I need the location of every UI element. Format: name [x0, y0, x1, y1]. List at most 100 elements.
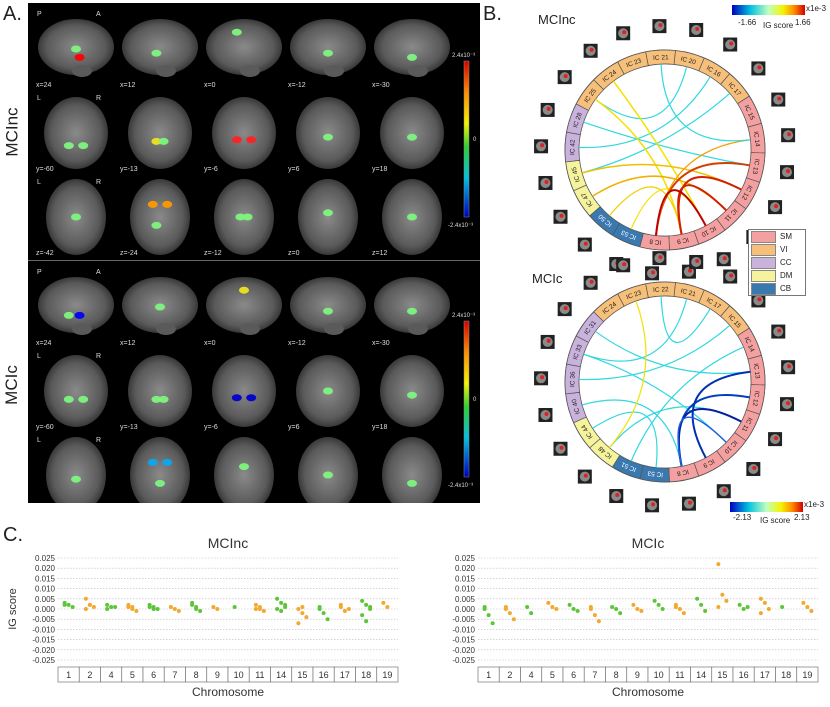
data-point — [385, 604, 390, 609]
slice-label: x=24 — [36, 340, 51, 347]
brain-shape — [212, 97, 276, 169]
brain-shape — [44, 355, 108, 427]
orientation-label: A — [96, 269, 101, 276]
group-separator — [28, 260, 480, 261]
connection-line — [608, 186, 683, 235]
activation-blob — [407, 53, 417, 61]
brain-shape — [374, 19, 450, 75]
ic-thumbnail-spot — [722, 488, 727, 493]
connection-line — [579, 76, 711, 149]
brain-slice: x=-30 — [372, 19, 450, 89]
brain-shape — [382, 437, 442, 513]
data-point — [660, 607, 665, 611]
data-point — [368, 604, 373, 609]
y-tick-label: 0.025 — [35, 554, 56, 563]
ic-thumbnail-spot — [687, 268, 692, 273]
y-tick-label: -0.020 — [452, 646, 475, 655]
activation-blob — [151, 49, 162, 57]
ic-thumbnail-spot — [695, 26, 700, 31]
ic-thumbnail-spot — [787, 364, 792, 369]
data-point — [211, 604, 216, 609]
activation-blob — [242, 213, 253, 221]
brain-slice: x=0 — [204, 277, 282, 347]
brain-shape — [212, 355, 276, 427]
y-tick-label: 0.005 — [455, 595, 476, 604]
data-point — [134, 609, 139, 614]
legend-swatch — [751, 269, 776, 282]
data-point — [105, 607, 110, 611]
brain-shape — [130, 437, 190, 513]
y-tick-label: -0.020 — [32, 646, 55, 655]
y-tick-label: 0.005 — [35, 595, 56, 604]
legend-item-cc: CC — [749, 256, 805, 269]
activation-blob — [231, 136, 242, 144]
ic-label: IC 42 — [569, 139, 576, 155]
slice-label: x=-30 — [372, 340, 390, 347]
data-point — [325, 617, 330, 622]
data-point — [673, 604, 678, 609]
group-label-mcinc: MCInc — [2, 107, 22, 157]
group-label-mcic: MCIc — [1, 365, 21, 405]
x-tick-label: 5 — [550, 670, 555, 680]
brain-shape — [296, 97, 360, 169]
chart-title: MCIc — [632, 535, 665, 551]
brainstem-shape — [72, 65, 92, 77]
legend-item-sm: SM — [749, 230, 805, 243]
brain-shape — [290, 277, 366, 333]
y-tick-label: 0.000 — [35, 605, 56, 614]
brainstem-shape — [240, 323, 260, 335]
cbar-bottom-max: 2.13 — [794, 513, 810, 522]
activation-blob — [246, 136, 257, 144]
data-point — [113, 604, 118, 609]
colorbar-min-label: -2.4x10⁻³ — [448, 223, 473, 229]
activation-blob — [71, 213, 81, 221]
data-point — [360, 598, 365, 603]
circle-title-mcinc: MCInc — [538, 12, 576, 27]
data-point — [83, 607, 88, 611]
ic-thumbnail-spot — [589, 47, 594, 52]
slice-label: x=-30 — [372, 82, 390, 89]
activation-blob — [239, 463, 249, 471]
ic-thumbnail-spot — [787, 132, 792, 137]
data-point — [253, 602, 258, 607]
brainstem-shape — [156, 323, 176, 335]
brain-row: LRz=-42z=-24z=-12z=0z=12 — [36, 437, 442, 515]
orientation-label: A — [96, 11, 101, 18]
data-point — [300, 604, 305, 609]
slice-label: y=-60 — [36, 424, 54, 431]
y-tick-label: 0.015 — [455, 574, 476, 583]
activation-blob — [74, 53, 85, 61]
brain-slice: x=0 — [204, 19, 282, 89]
connection-line — [677, 184, 727, 235]
brain-slice: x=-12 — [288, 19, 366, 89]
data-point — [550, 604, 555, 609]
y-tick-label: -0.015 — [32, 636, 55, 645]
brain-slice: z=0 — [288, 179, 358, 257]
activation-blob — [231, 28, 242, 36]
x-tick-label: 17 — [760, 670, 770, 680]
slice-label: x=-12 — [288, 82, 306, 89]
data-point — [716, 604, 721, 609]
brain-shape — [44, 97, 108, 169]
ic-thumbnail-spot — [559, 213, 564, 218]
brain-slice: y=-13 — [120, 97, 192, 173]
ic-label: IC 23 — [625, 57, 642, 69]
data-point — [766, 607, 771, 611]
slice-label: y=-13 — [120, 166, 138, 173]
colorbar-gradient — [463, 60, 470, 218]
activation-blob — [147, 200, 158, 208]
ic-thumbnail-spot — [544, 411, 549, 416]
data-point — [66, 602, 71, 607]
colorbar-max-label: 2.4x10⁻³ — [452, 53, 475, 59]
activation-blob — [407, 307, 417, 315]
orientation-label: L — [37, 179, 41, 186]
brain-slice: x=24 — [36, 19, 114, 89]
brain-slice: y=-6 — [204, 355, 276, 431]
brainstem-shape — [324, 323, 344, 335]
y-tick-label: -0.005 — [452, 615, 475, 624]
activation-blob — [155, 303, 165, 311]
activation-blob — [323, 471, 333, 479]
